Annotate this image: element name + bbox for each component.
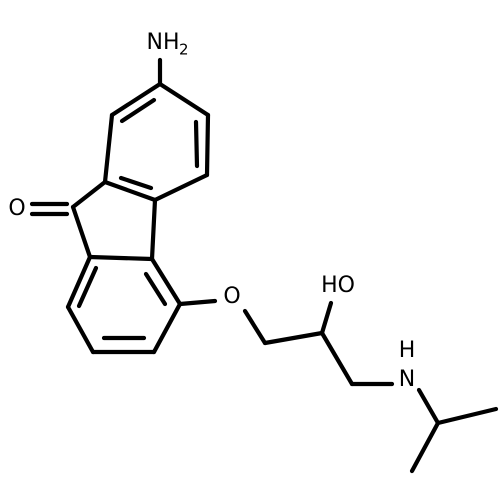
bond (409, 420, 441, 474)
bond (65, 254, 93, 310)
bond (109, 81, 163, 118)
bond (65, 304, 96, 355)
bond (151, 301, 183, 355)
amino-subscript: 2 (179, 41, 189, 59)
hydroxyl-label: HO (321, 273, 355, 298)
amino-nitrogen-label: NH (147, 30, 180, 55)
bond (435, 406, 499, 426)
bond (70, 179, 108, 210)
bond (157, 81, 211, 118)
bond (262, 330, 325, 346)
bond (102, 179, 158, 203)
double-bond-inner (143, 271, 168, 307)
lower-aromatic-ring (65, 254, 183, 355)
double-bond-inner (76, 265, 99, 309)
bond (177, 298, 218, 307)
ketone-group: O (8, 196, 70, 221)
double-bond-inner (119, 97, 157, 124)
double-bond-inner (193, 119, 200, 169)
bond (149, 256, 183, 307)
bond (204, 112, 211, 178)
bond (416, 387, 441, 426)
ether-side-chain: O HO H N (177, 273, 499, 474)
bond (70, 204, 93, 260)
bond (242, 308, 268, 346)
bond (152, 172, 210, 203)
upper-aromatic-ring (102, 81, 211, 203)
bond (87, 254, 155, 262)
amine-h-label: H (399, 338, 416, 363)
five-membered-ring (70, 179, 158, 262)
double-bond-inner (118, 175, 154, 191)
bond (102, 112, 115, 185)
bond (319, 330, 355, 387)
ketone-oxygen-label: O (8, 196, 25, 221)
amine-nitrogen-label: N (399, 367, 415, 392)
bond (149, 197, 158, 262)
ether-oxygen-label: O (223, 284, 240, 309)
amino-group: NH 2 (147, 30, 189, 87)
bond (319, 300, 334, 336)
